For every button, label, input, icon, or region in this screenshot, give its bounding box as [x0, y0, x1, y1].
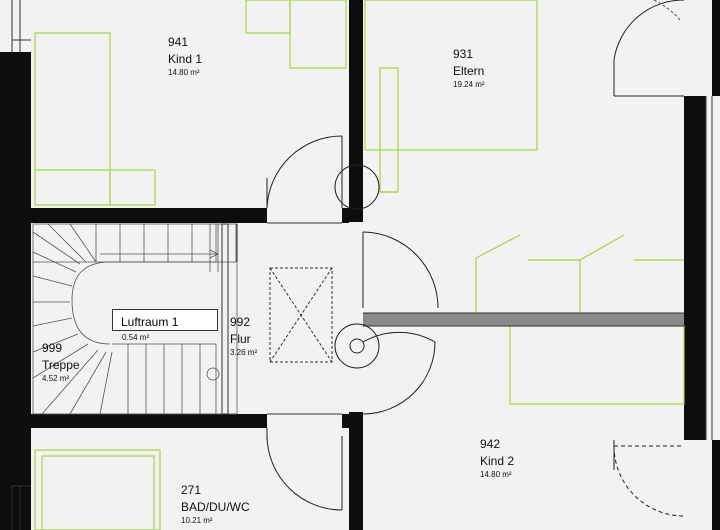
- room-name: Treppe: [42, 358, 80, 372]
- room-label-bad: 271 BAD/DU/WC 10.21 m²: [181, 484, 250, 525]
- room-number: 942: [480, 437, 501, 451]
- room-name: Kind 2: [480, 454, 515, 468]
- room-name: Flur: [230, 332, 251, 346]
- room-area-luftraum: 0.54 m²: [122, 333, 150, 342]
- room-name: Eltern: [453, 64, 485, 78]
- staircase: [32, 223, 238, 415]
- room-area: 14.80 m²: [168, 68, 200, 77]
- room-name: Kind 1: [168, 52, 203, 66]
- room-label-flur: 992 Flur 3.26 m²: [230, 316, 257, 357]
- room-area: 4.52 m²: [42, 374, 70, 383]
- hallway-lines: [267, 222, 342, 415]
- room-area: 10.21 m²: [181, 516, 213, 525]
- room-name: Luftraum 1: [121, 315, 179, 329]
- room-area: 14.80 m²: [480, 470, 512, 479]
- doors: [266, 0, 685, 517]
- room-label-treppe: 999 Treppe 4.52 m²: [42, 342, 80, 383]
- furniture: [34, 0, 685, 530]
- room-number: 999: [42, 341, 63, 355]
- room-label-eltern: 931 Eltern 19.24 m²: [453, 48, 485, 89]
- room-number: 931: [453, 47, 474, 61]
- room-label-kind2: 942 Kind 2 14.80 m²: [480, 438, 514, 479]
- room-label-kind1: 941 Kind 1 14.80 m²: [168, 36, 202, 77]
- room-area: 3.26 m²: [230, 348, 258, 357]
- room-name: BAD/DU/WC: [181, 500, 250, 514]
- room-number: 992: [230, 315, 251, 329]
- room-area: 19.24 m²: [453, 80, 485, 89]
- window-lines: [11, 0, 713, 530]
- partition-wall: [363, 313, 684, 326]
- room-number: 271: [181, 483, 202, 497]
- room-number: 941: [168, 35, 189, 49]
- room-label-luftraum: Luftraum 1: [112, 309, 218, 331]
